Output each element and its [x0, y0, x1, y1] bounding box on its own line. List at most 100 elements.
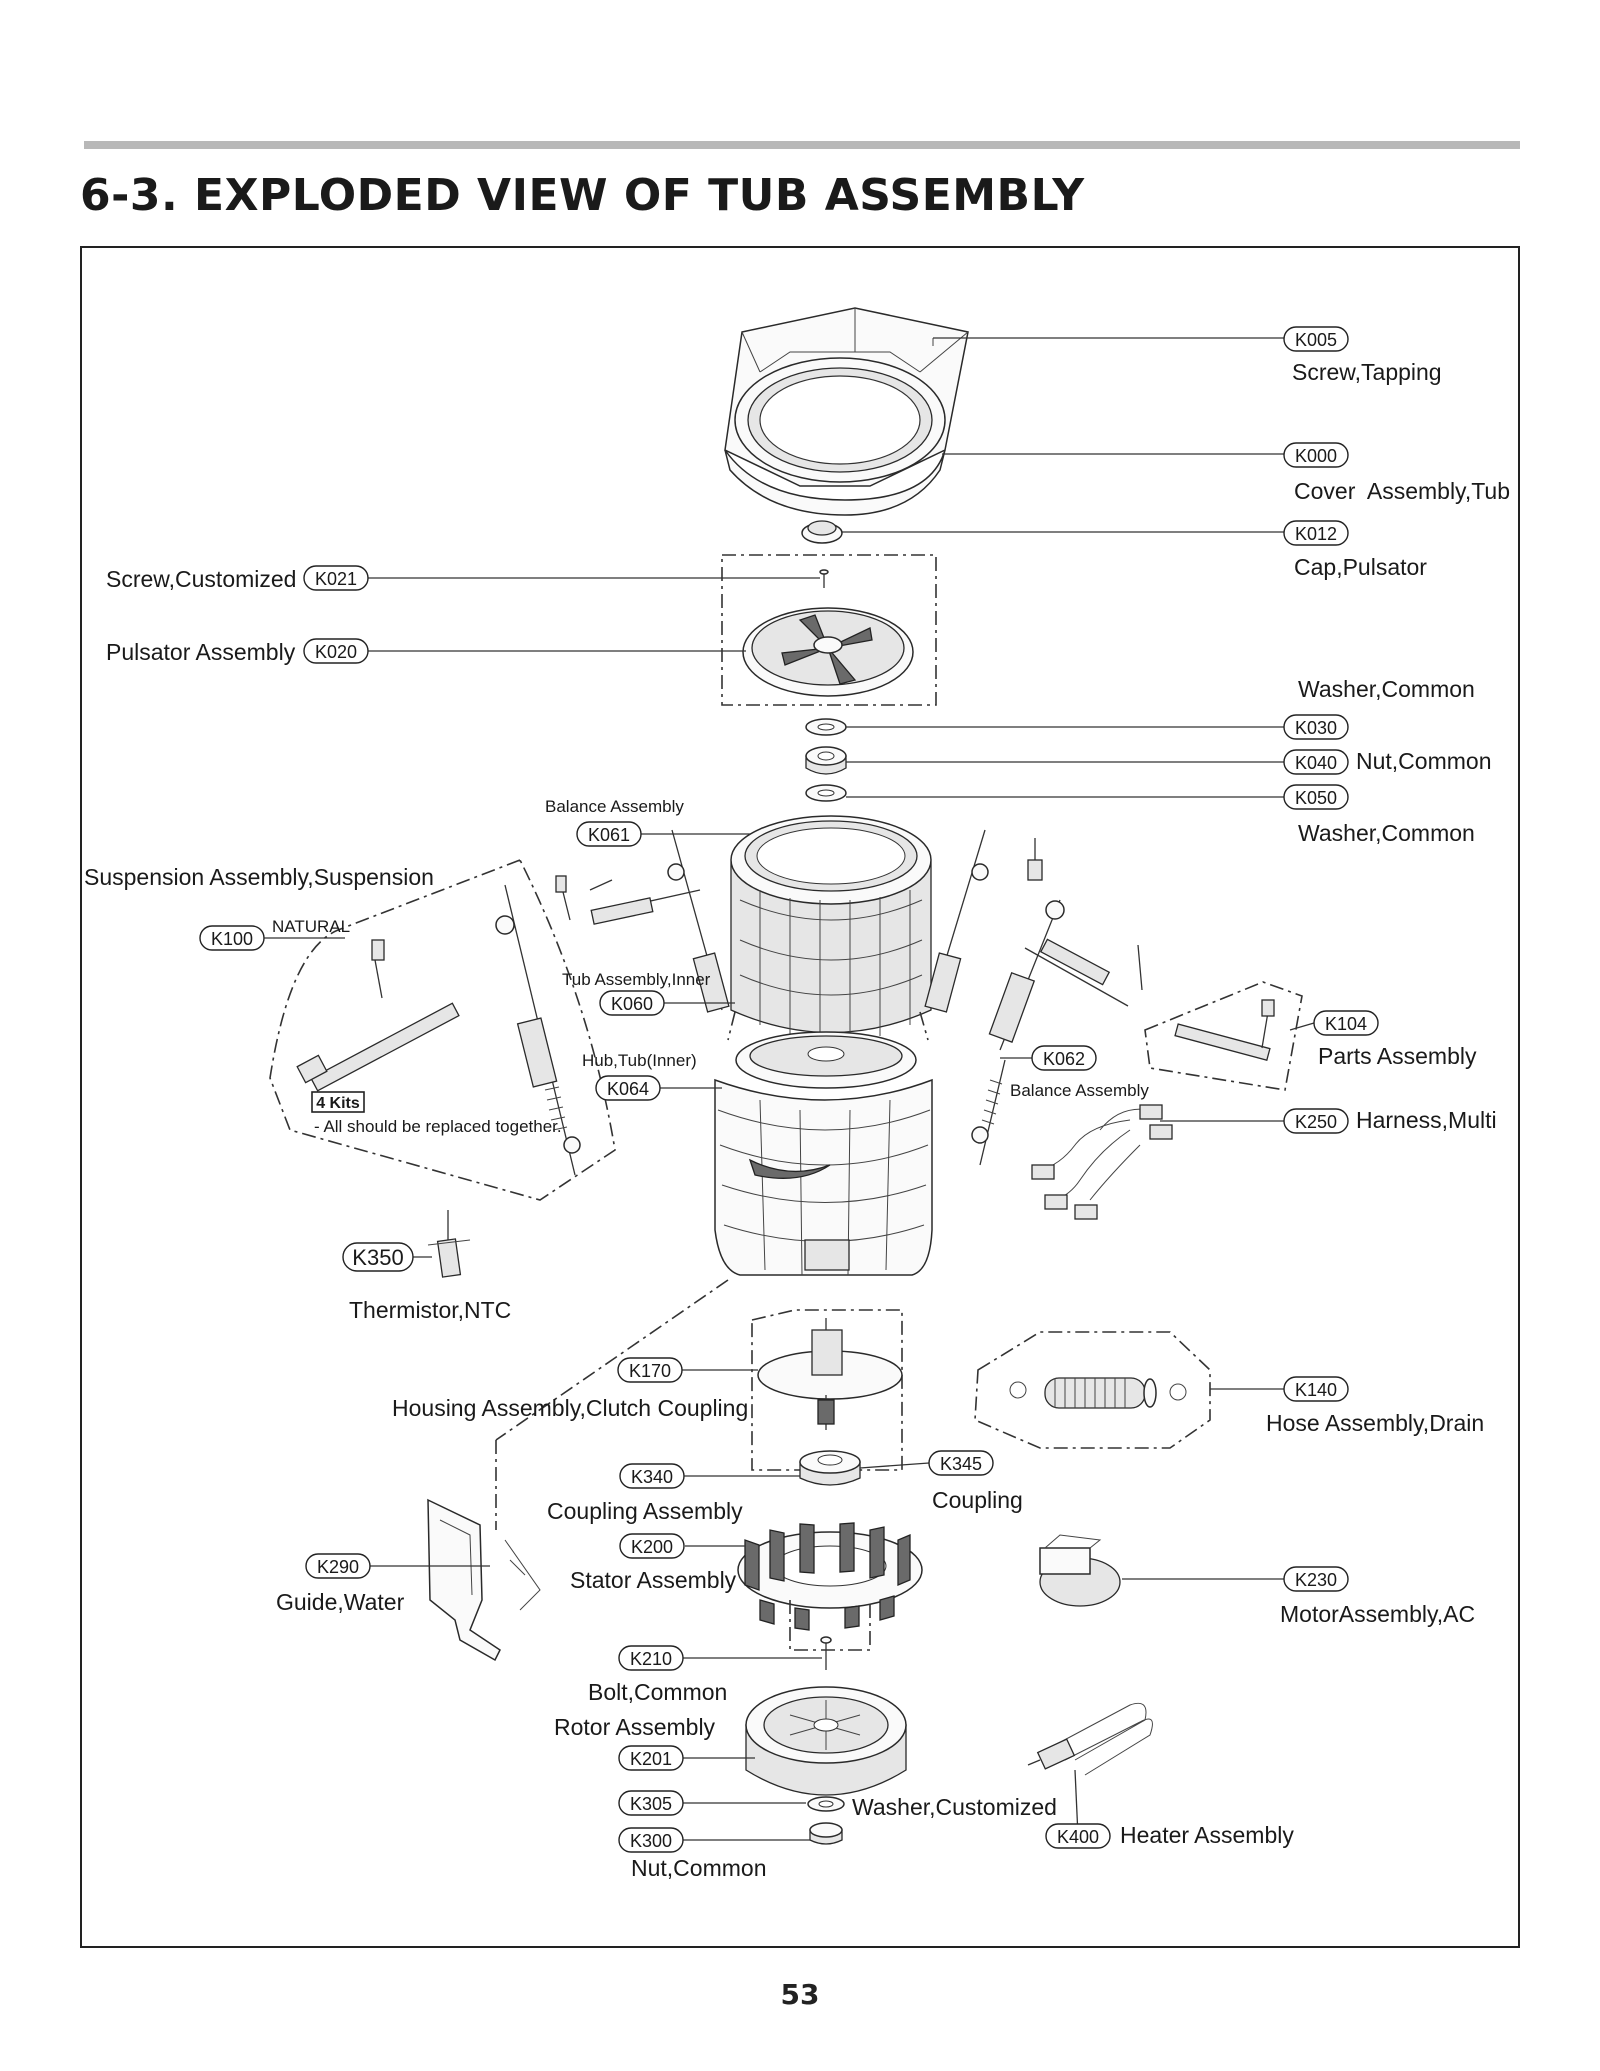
code-k104: K104: [1325, 1014, 1367, 1034]
callout-k064: Hub,Tub(Inner) K064: [582, 1051, 697, 1101]
callout-k061: Balance Assembly K061: [545, 797, 684, 847]
callout-k345: K345 Coupling: [928, 1450, 1023, 1513]
label-k100: Suspension Assembly,Suspension: [84, 864, 434, 890]
code-k300: K300: [630, 1831, 672, 1851]
harness-illustration: [1031, 1104, 1173, 1220]
label-k000: Cover Assembly,Tub: [1294, 478, 1510, 504]
code-k345: K345: [940, 1454, 982, 1474]
suspension-rods-right-illustration: [924, 829, 1143, 1166]
label-k290: Guide,Water: [276, 1589, 405, 1615]
callout-k062: K062 Balance Assembly: [1010, 1045, 1149, 1100]
code-k210: K210: [630, 1649, 672, 1669]
water-guide-illustration: [427, 1498, 541, 1662]
label-k201: Rotor Assembly: [554, 1714, 716, 1740]
inner-tub-illustration: [730, 815, 932, 1040]
code-k140: K140: [1295, 1380, 1337, 1400]
outer-tub-illustration: [714, 1078, 933, 1276]
callout-k210: K210 Bolt,Common: [588, 1645, 727, 1705]
code-k030: K030: [1295, 718, 1337, 738]
callout-k060: Tub Assembly,Inner K060: [562, 970, 711, 1016]
thermistor-illustration: [427, 1210, 471, 1278]
pulsator-cap-illustration: [801, 520, 843, 544]
drain-hose-box: [974, 1331, 1211, 1449]
stator-hidden-lines: [789, 1600, 871, 1651]
callout-k400: K400 Heater Assembly: [1045, 1822, 1294, 1849]
diagram-frame: [80, 246, 1520, 1948]
code-k290: K290: [317, 1557, 359, 1577]
kits-note-text: - All should be replaced together.: [314, 1117, 562, 1136]
code-k340: K340: [631, 1467, 673, 1487]
hub-illustration: [735, 1031, 917, 1089]
suspension-group-box: [269, 858, 616, 1201]
code-k061: K061: [588, 825, 630, 845]
stator-illustration: [737, 1522, 923, 1631]
note-k100: NATURAL: [272, 917, 350, 936]
callout-k030: Washer,Common K030: [1283, 676, 1475, 740]
code-k350: K350: [352, 1245, 403, 1270]
label-k020: Pulsator Assembly: [106, 639, 296, 665]
label-k104: Parts Assembly: [1318, 1043, 1477, 1069]
page-number: 53: [780, 1978, 820, 2011]
callout-k104: K104 Parts Assembly: [1313, 1010, 1477, 1069]
label-k030: Washer,Common: [1298, 676, 1475, 702]
tub-cover-illustration: [724, 307, 969, 516]
callout-k005: K005 Screw,Tapping: [1283, 326, 1442, 385]
code-k005: K005: [1295, 330, 1337, 350]
label-k061: Balance Assembly: [545, 797, 684, 816]
label-k345: Coupling: [932, 1487, 1023, 1513]
kits-note: 4 Kits - All should be replaced together…: [311, 1091, 562, 1136]
code-k060: K060: [611, 994, 653, 1014]
code-k200: K200: [631, 1537, 673, 1557]
callout-k140: K140 Hose Assembly,Drain: [1266, 1376, 1484, 1436]
label-k340: Coupling Assembly: [547, 1498, 743, 1524]
rotor-illustration: [745, 1686, 907, 1796]
callout-k300: K300 Nut,Common: [618, 1827, 766, 1881]
code-k400: K400: [1057, 1827, 1099, 1847]
callout-k020: Pulsator Assembly K020: [106, 638, 369, 665]
label-k170: Housing Assembly,Clutch Coupling: [392, 1395, 748, 1421]
code-k021: K021: [315, 569, 357, 589]
label-k140: Hose Assembly,Drain: [1266, 1410, 1484, 1436]
label-k305: Washer,Customized: [852, 1794, 1057, 1820]
callout-k012: K012 Cap,Pulsator: [1283, 520, 1427, 580]
page-title: 6-3. EXPLODED VIEW OF TUB ASSEMBLY: [80, 170, 1085, 221]
code-k064: K064: [607, 1079, 649, 1099]
code-k250: K250: [1295, 1112, 1337, 1132]
code-k230: K230: [1295, 1570, 1337, 1590]
callout-k201: Rotor Assembly K201: [554, 1714, 716, 1771]
callout-k230: K230 MotorAssembly,AC: [1280, 1566, 1475, 1627]
suspension-illustration: [296, 884, 581, 1176]
callout-k000: K000 Cover Assembly,Tub: [1283, 442, 1510, 504]
nut-common-2-illustration: [809, 1822, 843, 1845]
callout-k305: K305 Washer,Customized: [618, 1790, 1057, 1820]
washer-common-2-illustration: [805, 784, 847, 802]
washer-common-illustration: [805, 718, 847, 736]
code-k170: K170: [629, 1361, 671, 1381]
callout-k340: K340 Coupling Assembly: [547, 1463, 743, 1524]
bolt-common-illustration: [820, 1636, 832, 1670]
coupling-illustration: [799, 1450, 861, 1486]
callout-k200: K200 Stator Assembly: [570, 1533, 737, 1593]
label-k012: Cap,Pulsator: [1294, 554, 1427, 580]
label-k040: Nut,Common: [1356, 748, 1491, 774]
clutch-group-box: [751, 1309, 903, 1471]
header-rule: [84, 141, 1520, 149]
pulsator-group-box: [721, 554, 937, 706]
code-k201: K201: [630, 1749, 672, 1769]
code-k012: K012: [1295, 524, 1337, 544]
screw-customized-illustration: [819, 569, 829, 588]
parts-assembly-illustration: [1174, 999, 1275, 1062]
washer-customized-illustration: [807, 1796, 845, 1812]
code-k040: K040: [1295, 753, 1337, 773]
callout-k021: Screw,Customized K021: [106, 565, 369, 592]
parts-assembly-box: [1144, 981, 1303, 1091]
label-k200: Stator Assembly: [570, 1567, 737, 1593]
code-k000: K000: [1295, 446, 1337, 466]
label-k062: Balance Assembly: [1010, 1081, 1149, 1100]
label-k060: Tub Assembly,Inner: [562, 970, 711, 989]
code-k305: K305: [630, 1794, 672, 1814]
leader-lines: [368, 337, 1315, 1841]
label-k350: Thermistor,NTC: [349, 1297, 511, 1323]
label-k210: Bolt,Common: [588, 1679, 727, 1705]
